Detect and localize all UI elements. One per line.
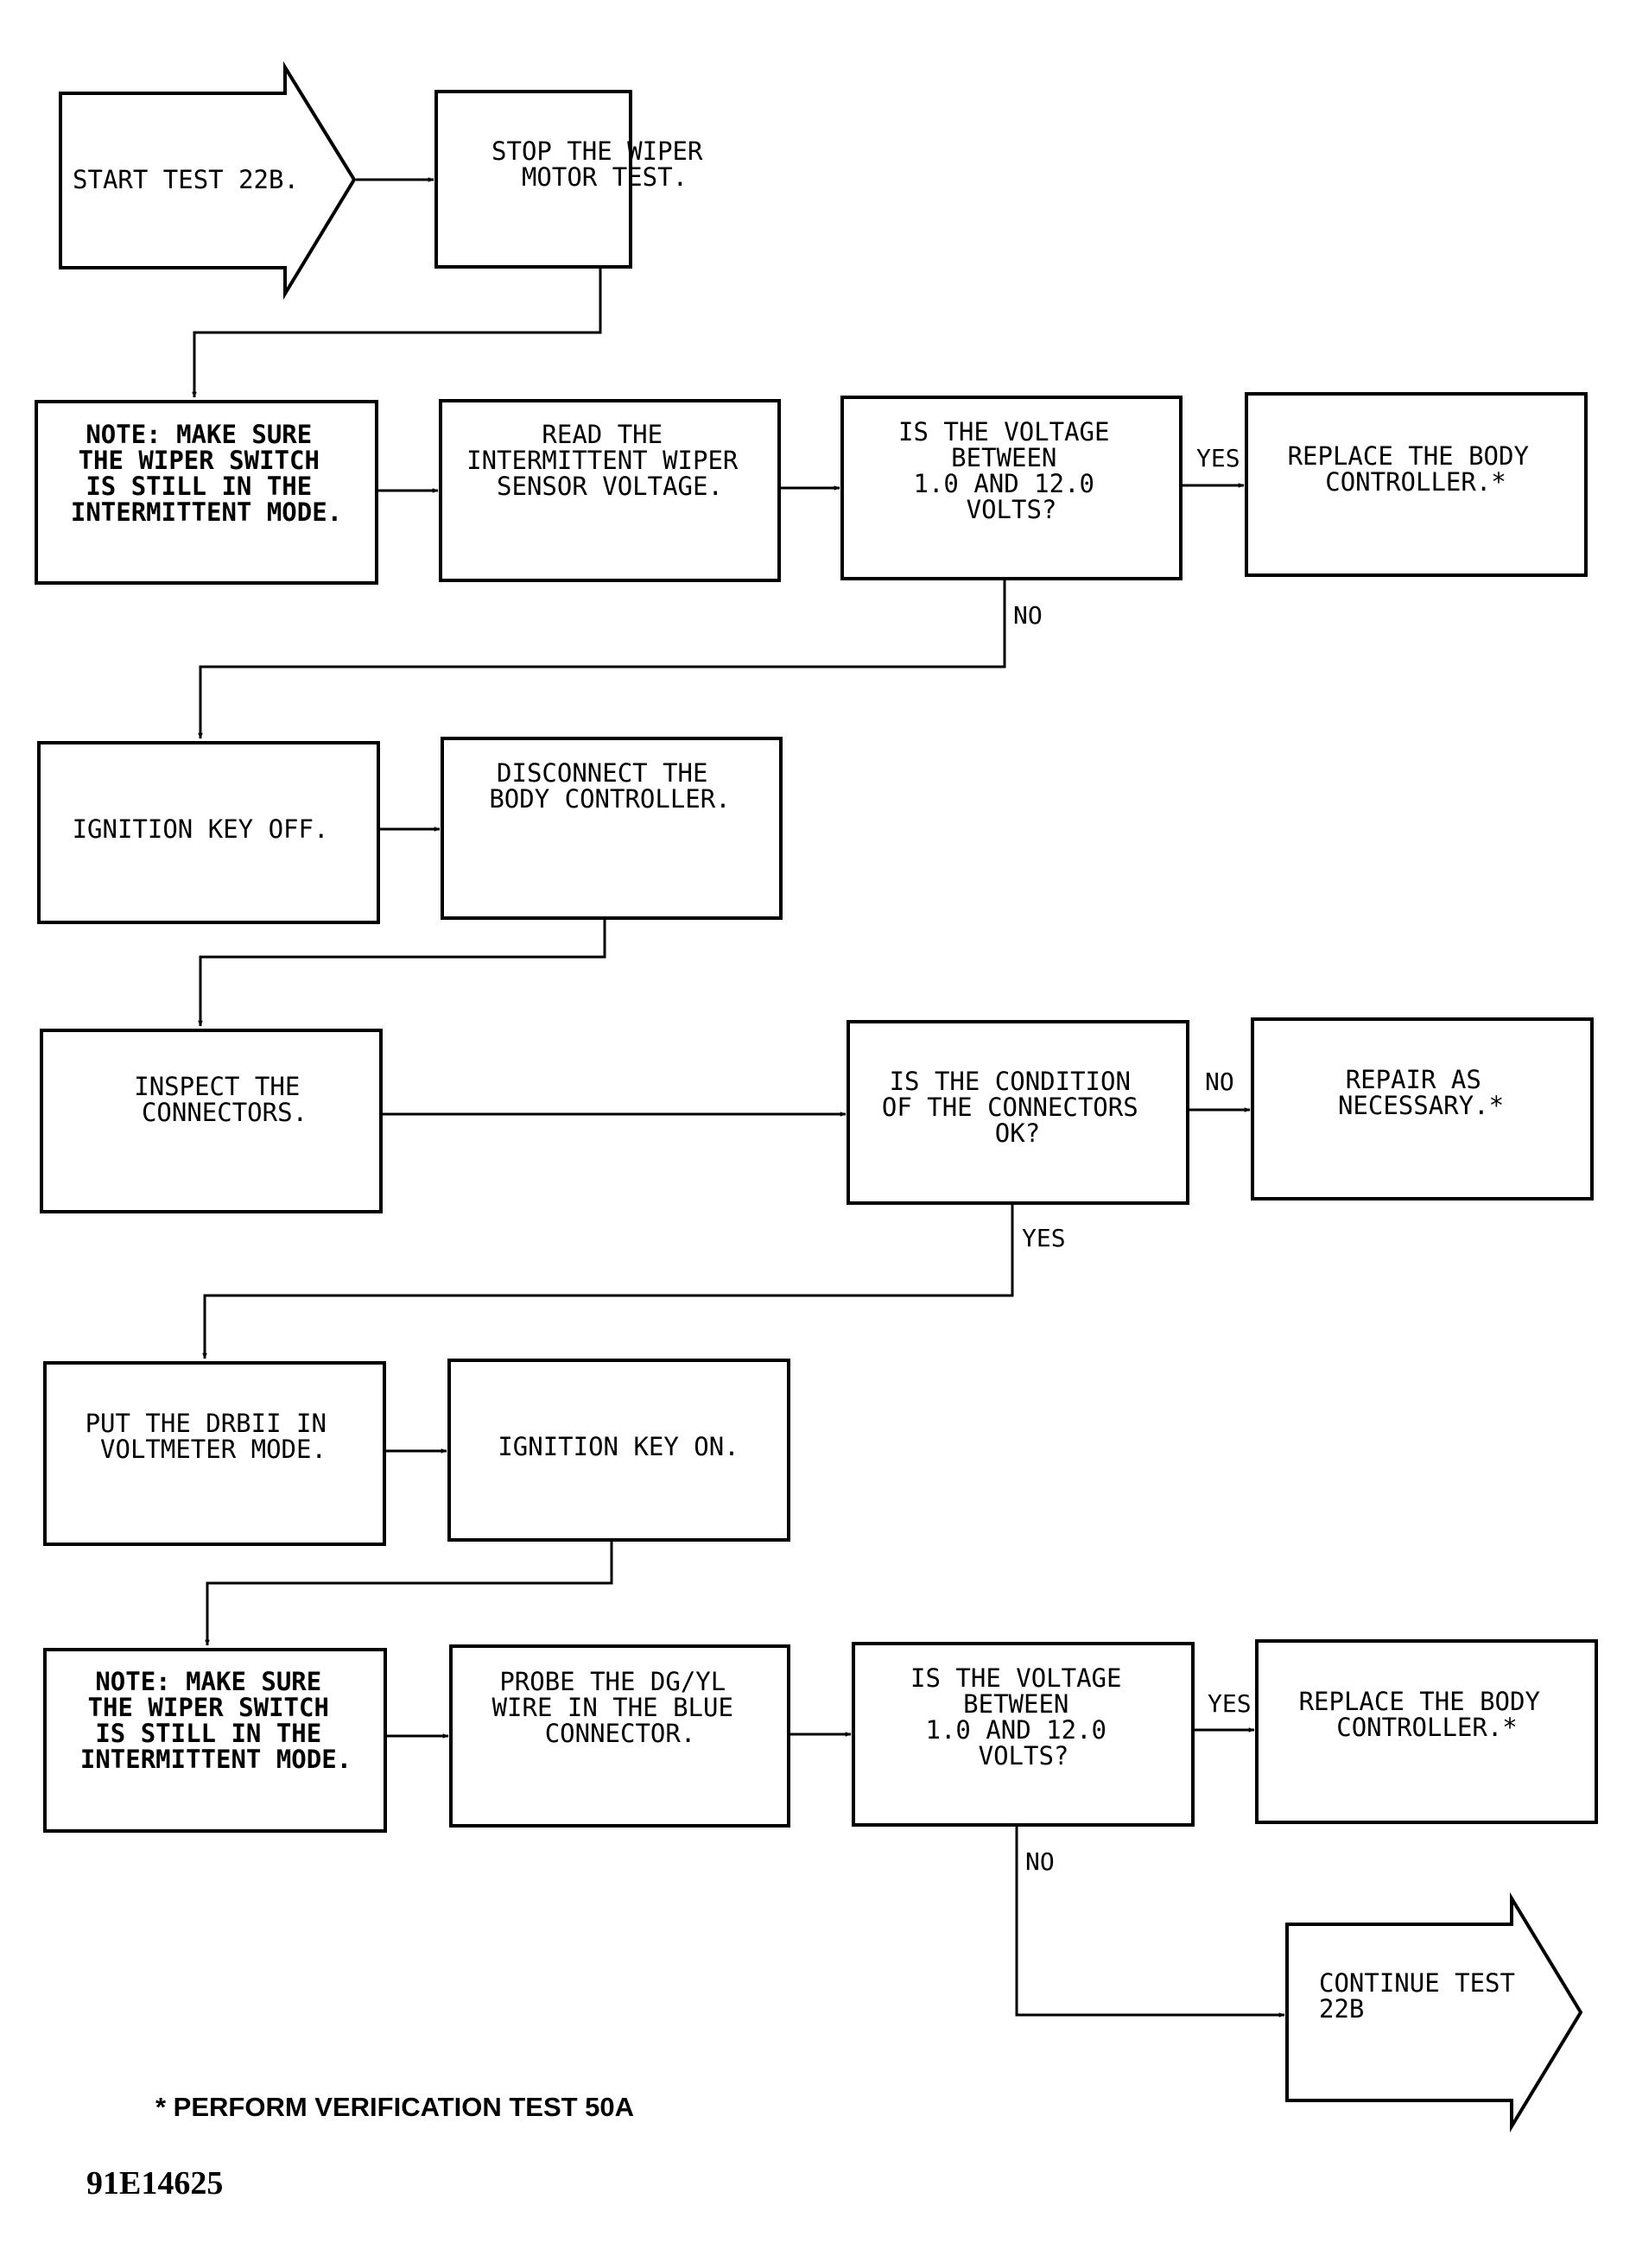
read-sensor-label: READ THE INTERMITTENT WIPER SENSOR VOLTA… (466, 420, 753, 501)
arrow-connector-yes (202, 1205, 1014, 1359)
yes-label-2: YES (1022, 1224, 1066, 1252)
repair-box (1251, 1017, 1594, 1201)
stop-wiper-box (434, 90, 632, 269)
continue-test-arrow-shape (1285, 1891, 1583, 2133)
drbii-voltmeter-box (43, 1361, 386, 1546)
arrow-ignon-to-note2 (205, 1542, 613, 1646)
note1-label: NOTE: MAKE SURE THE WIPER SWITCH IS STIL… (71, 420, 342, 527)
voltage-decision-1-label: IS THE VOLTAGE BETWEEN 1.0 AND 12.0 VOLT… (898, 417, 1125, 524)
replace-controller-2-box (1255, 1639, 1598, 1824)
note1-box (35, 400, 378, 585)
probe-wire-box (449, 1644, 790, 1828)
disconnect-controller-box (441, 737, 783, 920)
footnote: * PERFORM VERIFICATION TEST 50A (155, 2092, 634, 2122)
voltage-decision-1-box (840, 396, 1183, 580)
start-test-arrow-shape (59, 60, 357, 301)
connector-condition-decision-box (847, 1020, 1189, 1205)
figure-id: 91E14625 (86, 2165, 223, 2201)
no-label-1: NO (1013, 601, 1043, 630)
replace-controller-1-label: REPLACE THE BODY CONTROLLER.* (1288, 441, 1544, 497)
repair-label: REPAIR AS NECESSARY.* (1338, 1065, 1504, 1120)
no-label-3: NO (1025, 1847, 1055, 1876)
replace-controller-1-box (1245, 392, 1588, 577)
ignition-on-label: IGNITION KEY ON. (498, 1432, 739, 1461)
drbii-voltmeter-label: PUT THE DRBII IN VOLTMETER MODE. (86, 1409, 342, 1464)
voltage-decision-2-label: IS THE VOLTAGE BETWEEN 1.0 AND 12.0 VOLT… (910, 1663, 1137, 1771)
note2-label: NOTE: MAKE SURE THE WIPER SWITCH IS STIL… (80, 1667, 352, 1774)
arrow-decision1-no (198, 580, 1006, 739)
arrow-stop-to-note1 (192, 269, 602, 398)
continue-test-label: CONTINUE TEST 22B (1319, 1968, 1530, 2024)
arrow-disconnect-to-inspect (198, 920, 606, 1027)
inspect-connectors-label: INSPECT THE CONNECTORS. (134, 1072, 315, 1127)
no-label-2: NO (1205, 1067, 1234, 1096)
start-test-label: START TEST 22B. (73, 165, 299, 194)
yes-label-3: YES (1208, 1689, 1252, 1718)
connector-condition-decision-label: IS THE CONDITION OF THE CONNECTORS OK? (882, 1067, 1153, 1148)
probe-wire-label: PROBE THE DG/YL WIRE IN THE BLUE CONNECT… (492, 1667, 749, 1748)
read-sensor-box (439, 399, 781, 582)
ignition-on-box (447, 1359, 790, 1542)
stop-wiper-label: STOP THE WIPER MOTOR TEST. (491, 136, 718, 192)
disconnect-controller-label: DISCONNECT THE BODY CONTROLLER. (489, 758, 730, 814)
replace-controller-2-label: REPLACE THE BODY CONTROLLER.* (1299, 1687, 1556, 1742)
note2-box (43, 1648, 387, 1833)
ignition-off-box (37, 741, 380, 924)
yes-label-1: YES (1196, 444, 1240, 472)
arrow-decision2-no (1015, 1827, 1285, 2018)
voltage-decision-2-box (852, 1642, 1195, 1827)
inspect-connectors-box (40, 1029, 383, 1213)
ignition-off-label: IGNITION KEY OFF. (73, 814, 329, 844)
